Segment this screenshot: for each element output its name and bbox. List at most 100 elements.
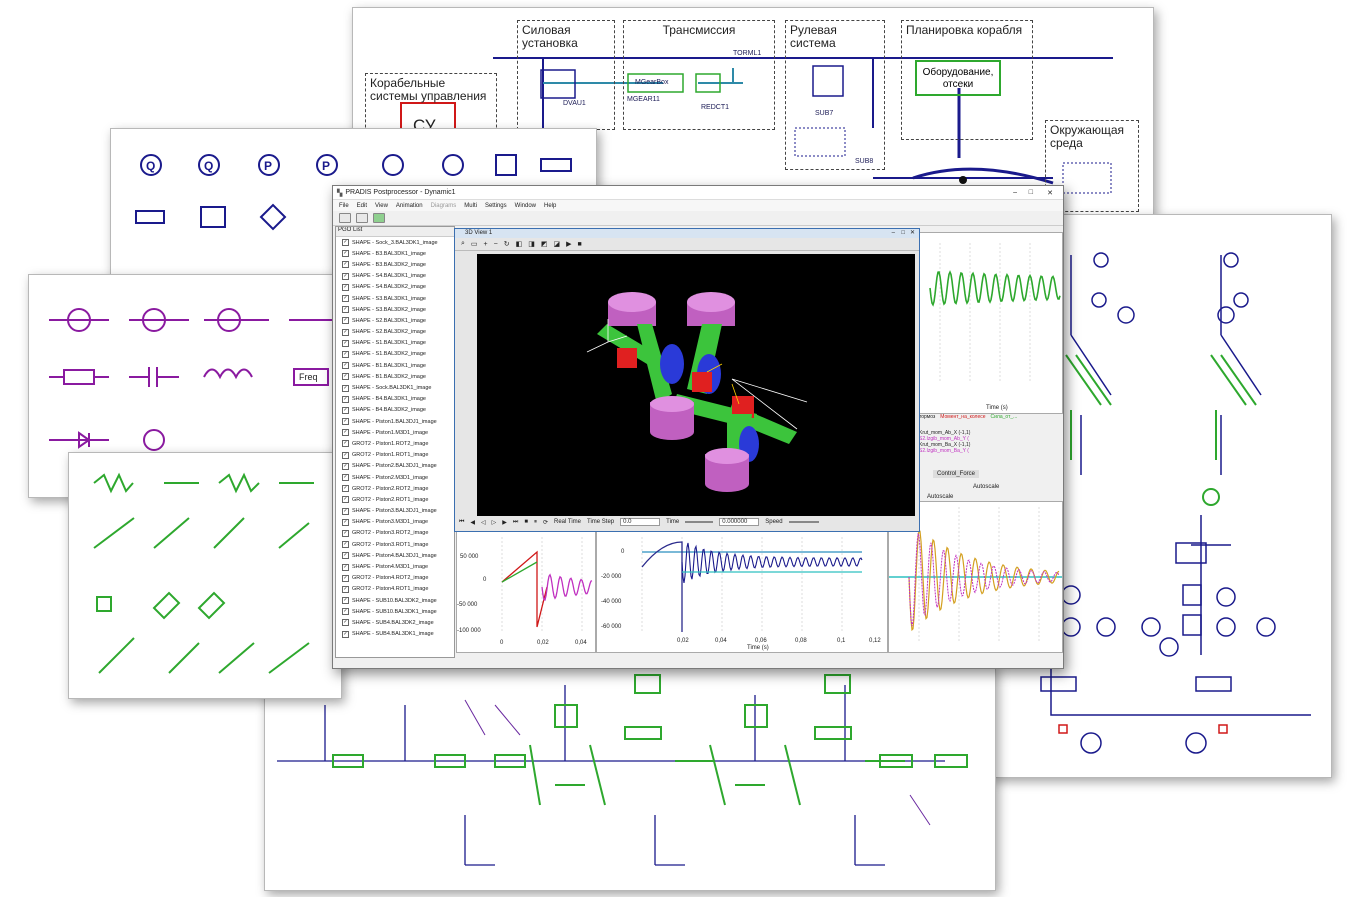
pgo-item-checkbox[interactable]: ✓ bbox=[342, 384, 349, 392]
menu-help[interactable]: Help bbox=[544, 202, 557, 209]
pgo-item-checkbox[interactable]: ✓ bbox=[342, 261, 349, 269]
timestep-input[interactable]: 0.0 bbox=[620, 518, 661, 526]
pgo-item-checkbox[interactable]: ✓ bbox=[342, 250, 349, 258]
zoom-in-icon[interactable]: + bbox=[483, 240, 488, 248]
pgo-list-item[interactable]: ✓SHAPE - Piston2.M3D1_image bbox=[336, 472, 454, 483]
pgo-item-checkbox[interactable]: ✓ bbox=[342, 630, 349, 638]
pgo-item-checkbox[interactable]: ✓ bbox=[342, 541, 349, 549]
pgo-item-checkbox[interactable]: ✓ bbox=[342, 496, 349, 504]
pgo-item-checkbox[interactable]: ✓ bbox=[342, 283, 349, 291]
time-input[interactable]: 0.000000 bbox=[719, 518, 760, 526]
pgo-list-item[interactable]: ✓SHAPE - SUB10.BAL3DK2_image bbox=[336, 595, 454, 606]
last-frame-icon[interactable]: ⏭ bbox=[512, 518, 519, 525]
rotate-icon[interactable]: ↻ bbox=[503, 241, 510, 248]
pgo-item-checkbox[interactable]: ✓ bbox=[342, 272, 349, 280]
pgo-list-item[interactable]: ✓SHAPE - Piston4.M3D1_image bbox=[336, 561, 454, 572]
time-slider[interactable] bbox=[685, 521, 714, 523]
pgo-item-checkbox[interactable]: ✓ bbox=[342, 317, 349, 325]
pgo-list-item[interactable]: ✓SHAPE - SUB4.BAL3DK2_image bbox=[336, 617, 454, 628]
pgo-list-item[interactable]: ✓SHAPE - Piston1.BAL3DJ1_image bbox=[336, 416, 454, 427]
menu-edit[interactable]: Edit bbox=[356, 202, 368, 209]
pgo-item-checkbox[interactable]: ✓ bbox=[342, 328, 349, 336]
pgo-list-item[interactable]: ✓SHAPE - Piston2.BAL3DJ1_image bbox=[336, 461, 454, 472]
3d-view-max-icon[interactable]: □ bbox=[901, 230, 905, 236]
autoscale-toggle[interactable]: Autoscale bbox=[973, 484, 1000, 490]
pgo-item-checkbox[interactable]: ✓ bbox=[342, 350, 349, 358]
zoom-out-icon[interactable]: − bbox=[493, 240, 498, 248]
loop-icon[interactable]: ⟳ bbox=[542, 519, 548, 526]
stop-playback-icon[interactable]: ■ bbox=[524, 519, 528, 525]
pgo-item-checkbox[interactable]: ✓ bbox=[342, 574, 349, 582]
open-icon[interactable] bbox=[339, 213, 351, 223]
pgo-list-item[interactable]: ✓GROT2 - Piston4.ROT1_image bbox=[336, 584, 454, 595]
3d-canvas[interactable] bbox=[477, 254, 915, 516]
pgo-item-checkbox[interactable]: ✓ bbox=[342, 395, 349, 403]
menu-diagrams[interactable]: Diagrams bbox=[430, 202, 457, 209]
next-frame-icon[interactable]: ▶ bbox=[502, 519, 507, 526]
menu-animation[interactable]: Animation bbox=[395, 202, 423, 209]
window-titlebar[interactable]: ▚ PRADIS Postprocessor - Dynamic1 – □ ✕ bbox=[333, 186, 1063, 200]
pause-icon[interactable]: ⏸ bbox=[533, 518, 537, 525]
pgo-item-checkbox[interactable]: ✓ bbox=[342, 295, 349, 303]
pgo-item-checkbox[interactable]: ✓ bbox=[342, 429, 349, 437]
pgo-item-checkbox[interactable]: ✓ bbox=[342, 619, 349, 627]
pgo-item-checkbox[interactable]: ✓ bbox=[342, 507, 349, 515]
pgo-list-item[interactable]: ✓GROT2 - Piston4.ROT2_image bbox=[336, 573, 454, 584]
pgo-list-item[interactable]: ✓SHAPE - Piston3.BAL3DJ1_image bbox=[336, 506, 454, 517]
realtime-label[interactable]: Real Time bbox=[553, 519, 581, 525]
zoom-icon[interactable]: ⌕ bbox=[461, 240, 465, 247]
minimize-icon[interactable]: – bbox=[1013, 189, 1017, 196]
pgo-list-item[interactable]: ✓SHAPE - B1.BAL3DK1_image bbox=[336, 360, 454, 371]
3d-view-min-icon[interactable]: – bbox=[891, 230, 895, 236]
speed-slider[interactable] bbox=[788, 521, 819, 523]
close-icon[interactable]: ✕ bbox=[1047, 189, 1053, 197]
pgo-list-item[interactable]: ✓SHAPE - S1.BAL3DK2_image bbox=[336, 349, 454, 360]
menu-window[interactable]: Window bbox=[514, 202, 536, 209]
pgo-list-item[interactable]: ✓SHAPE - Piston4.BAL3DJ1_image bbox=[336, 550, 454, 561]
pgo-item-checkbox[interactable]: ✓ bbox=[342, 552, 349, 560]
pgo-list-item[interactable]: ✓GROT2 - Piston2.ROT2_image bbox=[336, 483, 454, 494]
pgo-list-item[interactable]: ✓SHAPE - Piston1.M3D1_image bbox=[336, 427, 454, 438]
pgo-list-item[interactable]: ✓GROT2 - Piston1.ROT2_image bbox=[336, 438, 454, 449]
pgo-list-item[interactable]: ✓SHAPE - Sock.BAL3DK1_image bbox=[336, 382, 454, 393]
pgo-item-checkbox[interactable]: ✓ bbox=[342, 485, 349, 493]
view-side-icon[interactable]: ◩ bbox=[540, 241, 548, 248]
pgo-list-item[interactable]: ✓SHAPE - S4.BAL3DK1_image bbox=[336, 271, 454, 282]
pgo-list-item[interactable]: ✓SHAPE - Sock_3.BAL3DK1_image bbox=[336, 237, 454, 248]
pgo-list-item[interactable]: ✓SHAPE - S2.BAL3DK2_image bbox=[336, 327, 454, 338]
pgo-list-item[interactable]: ✓GROT2 - Piston3.ROT1_image bbox=[336, 539, 454, 550]
pgo-item-checkbox[interactable]: ✓ bbox=[342, 339, 349, 347]
menu-multi[interactable]: Multi bbox=[464, 202, 477, 209]
pgo-item-checkbox[interactable]: ✓ bbox=[342, 597, 349, 605]
pgo-list-item[interactable]: ✓GROT2 - Piston1.ROT1_image bbox=[336, 450, 454, 461]
pgo-list-item[interactable]: ✓SHAPE - S1.BAL3DK1_image bbox=[336, 338, 454, 349]
view-front-icon[interactable]: ◧ bbox=[515, 241, 523, 248]
pgo-list-item[interactable]: ✓SHAPE - B3.BAL3DK1_image bbox=[336, 248, 454, 259]
first-frame-icon[interactable]: ⏮ bbox=[459, 518, 465, 525]
fit-icon[interactable]: ▭ bbox=[470, 241, 478, 248]
chart-icon[interactable] bbox=[356, 213, 368, 223]
pgo-list-item[interactable]: ✓SHAPE - S4.BAL3DK2_image bbox=[336, 282, 454, 293]
pgo-list-item[interactable]: ✓SHAPE - SUB10.BAL3DK1_image bbox=[336, 606, 454, 617]
3d-view-close-icon[interactable]: ✕ bbox=[909, 230, 915, 236]
pgo-list-item[interactable]: ✓SHAPE - B1.BAL3DK2_image bbox=[336, 371, 454, 382]
pgo-list-item[interactable]: ✓GROT2 - Piston2.ROT1_image bbox=[336, 494, 454, 505]
pgo-list-item[interactable]: ✓SHAPE - S2.BAL3DK1_image bbox=[336, 315, 454, 326]
pgo-list-item[interactable]: ✓SHAPE - B4.BAL3DK2_image bbox=[336, 405, 454, 416]
menu-file[interactable]: File bbox=[339, 202, 349, 209]
pgo-item-checkbox[interactable]: ✓ bbox=[342, 563, 349, 571]
pgo-item-checkbox[interactable]: ✓ bbox=[342, 373, 349, 381]
pgo-list-item[interactable]: ✓SHAPE - B4.BAL3DK1_image bbox=[336, 394, 454, 405]
pgo-list-item[interactable]: ✓SHAPE - SUB4.BAL3DK1_image bbox=[336, 629, 454, 640]
pgo-list-item[interactable]: ✓SHAPE - Piston3.M3D1_image bbox=[336, 517, 454, 528]
autoscale-toggle-2[interactable]: Autoscale bbox=[927, 494, 954, 500]
menu-settings[interactable]: Settings bbox=[484, 202, 507, 209]
pgo-item-checkbox[interactable]: ✓ bbox=[342, 462, 349, 470]
play-icon[interactable]: ▶ bbox=[566, 241, 572, 248]
control-force-tab[interactable]: Control_Force bbox=[933, 470, 980, 478]
play-back-icon[interactable]: ◁ bbox=[481, 519, 486, 526]
pgo-item-checkbox[interactable]: ✓ bbox=[342, 451, 349, 459]
pgo-item-checkbox[interactable]: ✓ bbox=[342, 608, 349, 616]
pgo-item-checkbox[interactable]: ✓ bbox=[342, 418, 349, 426]
pgo-item-checkbox[interactable]: ✓ bbox=[342, 518, 349, 526]
